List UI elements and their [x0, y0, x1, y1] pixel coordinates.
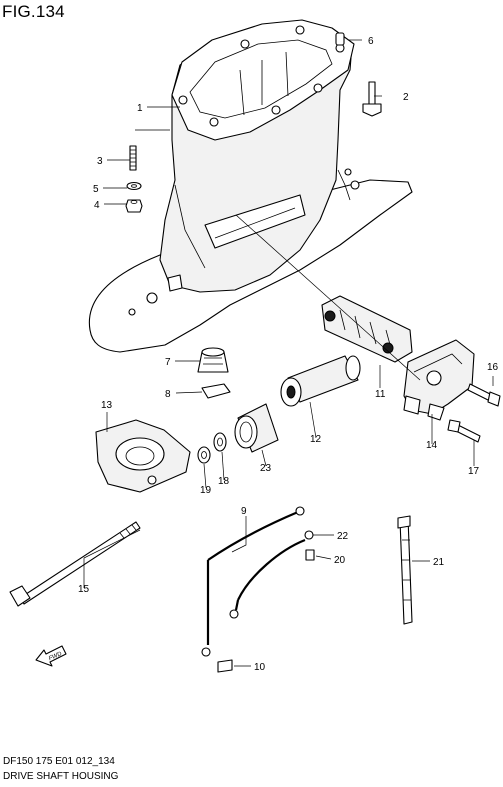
callout-19: 19	[200, 485, 212, 496]
nut-part[interactable]	[125, 199, 143, 213]
ground-cable-secondary-part[interactable]	[229, 530, 314, 619]
callout-23: 23	[260, 463, 272, 474]
callout-4-washer: 5	[93, 184, 99, 195]
callout-22: 22	[337, 531, 349, 542]
mounting-bolt-part[interactable]	[362, 81, 382, 117]
forward-arrow-icon: FWD	[35, 645, 67, 667]
cable-tie-part[interactable]	[397, 515, 413, 625]
ground-screw-lower-part[interactable]	[217, 659, 233, 673]
callout-4: 4	[94, 200, 100, 211]
callout-2: 2	[403, 92, 409, 103]
clip-part[interactable]	[201, 383, 231, 399]
washer-part[interactable]	[126, 181, 142, 191]
callout-18: 18	[218, 476, 230, 487]
callout-7: 7	[165, 357, 171, 368]
mount-washer-part[interactable]	[213, 432, 227, 452]
callout-12: 12	[310, 434, 322, 445]
callout-20: 20	[334, 555, 346, 566]
callout-labels: 1 2 3 5 4 6 7 8 9 10 11 12 13 14 15 16 1…	[78, 36, 499, 673]
callout-21: 21	[433, 557, 445, 568]
ground-cable-part[interactable]	[201, 506, 305, 657]
figure-title: FIG.134	[2, 2, 65, 21]
bracket-bolt-upper-part[interactable]	[467, 383, 501, 407]
callout-9: 9	[241, 506, 247, 517]
stud-bolt-part[interactable]	[129, 145, 137, 171]
long-through-bolt-part[interactable]	[9, 521, 141, 607]
callout-11: 11	[375, 389, 386, 400]
lower-mount-clamp-part[interactable]	[95, 419, 191, 493]
ground-screw-part[interactable]	[305, 549, 315, 561]
callout-1: 1	[137, 103, 143, 114]
lower-mount-bracket-part[interactable]	[403, 339, 475, 421]
callout-15: 15	[78, 584, 90, 595]
callout-10: 10	[254, 662, 266, 673]
callout-8: 8	[165, 389, 171, 400]
dowel-pin-part[interactable]	[335, 32, 345, 46]
section-name: DRIVE SHAFT HOUSING	[3, 771, 119, 782]
callout-13: 13	[101, 400, 113, 411]
callout-16: 16	[487, 362, 499, 373]
callout-14: 14	[426, 440, 438, 451]
forward-arrow-label: FWD	[48, 651, 64, 662]
callout-17: 17	[468, 466, 480, 477]
upper-mount-bracket-part[interactable]	[321, 295, 413, 363]
drive-shaft-housing-part[interactable]	[88, 19, 413, 353]
callout-6: 6	[368, 36, 374, 47]
upper-mount-rubber-part[interactable]	[280, 355, 361, 407]
mount-cover-part[interactable]	[234, 403, 279, 453]
model-code: DF150 175 E01 012_134	[3, 756, 115, 767]
grommet-part[interactable]	[197, 347, 229, 373]
callout-3: 3	[97, 156, 103, 167]
mount-nut-part[interactable]	[197, 446, 211, 464]
leader-lines	[83, 39, 494, 667]
bracket-bolt-lower-part[interactable]	[447, 419, 481, 443]
